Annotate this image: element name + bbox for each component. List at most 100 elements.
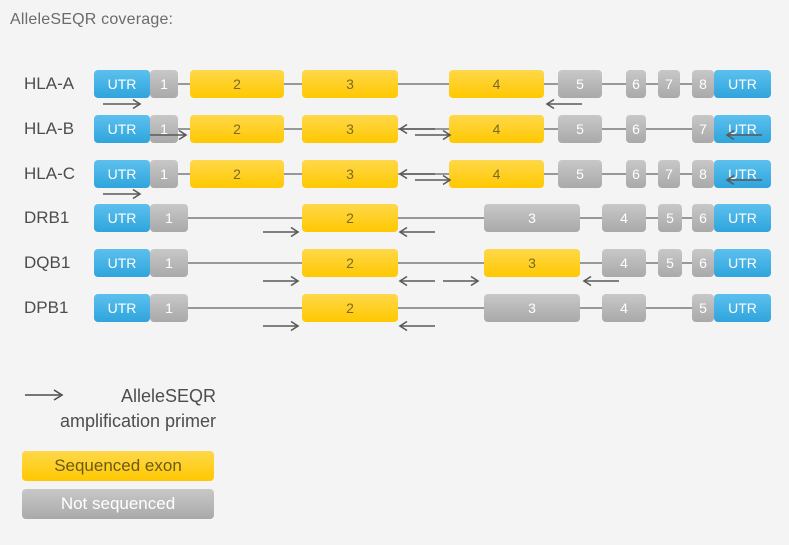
- sequenced-exon-box: [449, 160, 544, 188]
- exon-number-label: 4: [493, 121, 501, 137]
- primer-arrow-left: [398, 123, 435, 135]
- exon-number-label: 5: [666, 210, 674, 226]
- utr-box: [714, 204, 771, 232]
- primer-arrow-left: [725, 174, 762, 186]
- gene-label: DPB1: [24, 298, 68, 317]
- exon-number-label: 3: [346, 76, 354, 92]
- exon-number-label: 5: [576, 166, 584, 182]
- utr-box: [94, 204, 150, 232]
- primer-arrow-right: [103, 188, 142, 200]
- not-sequenced-exon-box: [150, 249, 188, 277]
- gene-label: HLA-B: [24, 119, 74, 138]
- exon-number-label: 1: [160, 76, 168, 92]
- primer-arrow-right: [443, 275, 480, 287]
- not-sequenced-exon-box: [484, 294, 580, 322]
- legend-primer-arrow-icon: [25, 389, 64, 401]
- gene-label: HLA-C: [24, 164, 75, 183]
- exon-number-label: 2: [233, 121, 241, 137]
- exon-number-label: 7: [665, 166, 673, 182]
- exon-number-label: 3: [346, 121, 354, 137]
- primer-arrow-right: [415, 129, 452, 141]
- legend-primer-label: AlleleSEQR amplification primer: [59, 386, 216, 431]
- exon-number-label: 5: [576, 76, 584, 92]
- utr-box: [94, 249, 150, 277]
- exon-number-label: UTR: [728, 166, 757, 182]
- sequenced-exon-box: [449, 115, 544, 143]
- not-sequenced-exon-box: [626, 70, 646, 98]
- not-sequenced-exon-box: [484, 204, 580, 232]
- not-sequenced-exon-box: [150, 294, 188, 322]
- exon-number-label: 7: [665, 76, 673, 92]
- primer-arrow-left: [398, 275, 435, 287]
- not-sequenced-exon-box: [558, 70, 602, 98]
- not-sequenced-exon-box: [692, 115, 714, 143]
- primer-arrow-right: [263, 226, 300, 238]
- utr-box: [714, 70, 771, 98]
- exon-number-label: UTR: [108, 210, 137, 226]
- primer-arrow-right: [263, 275, 300, 287]
- not-sequenced-exon-box: [150, 204, 188, 232]
- exon-number-label: 1: [160, 121, 168, 137]
- exon-number-label: 3: [528, 210, 536, 226]
- exon-number-label: 6: [699, 255, 707, 271]
- exon-number-label: 5: [699, 300, 707, 316]
- exon-number-label: 1: [165, 210, 173, 226]
- not-sequenced-exon-box: [626, 160, 646, 188]
- exon-number-label: 1: [165, 255, 173, 271]
- primer-arrow-left: [582, 275, 619, 287]
- exon-number-label: UTR: [108, 76, 137, 92]
- exon-number-label: 5: [576, 121, 584, 137]
- primer-arrow-left: [545, 98, 582, 110]
- not-sequenced-exon-box: [150, 160, 178, 188]
- exon-number-label: 3: [528, 255, 536, 271]
- sequenced-exon-box: [302, 115, 398, 143]
- not-sequenced-exon-box: [602, 294, 646, 322]
- sequenced-exon-box: [190, 70, 284, 98]
- gene-label: DRB1: [24, 208, 69, 227]
- sequenced-exon-box: [190, 115, 284, 143]
- legend-not-sequenced: Not sequenced: [22, 489, 214, 519]
- exon-number-label: UTR: [728, 255, 757, 271]
- exon-number-label: 3: [528, 300, 536, 316]
- exon-number-label: 8: [699, 166, 707, 182]
- gene-label: HLA-A: [24, 74, 75, 93]
- not-sequenced-exon-box: [692, 70, 714, 98]
- legend-sequenced-exon: Sequenced exon: [22, 451, 214, 481]
- utr-box: [94, 70, 150, 98]
- exon-number-label: 2: [233, 166, 241, 182]
- not-sequenced-exon-box: [602, 249, 646, 277]
- not-sequenced-exon-box: [658, 249, 682, 277]
- utr-box: [714, 249, 771, 277]
- figure-title: AlleleSEQR coverage:: [10, 11, 174, 28]
- exon-number-label: 4: [620, 210, 628, 226]
- not-sequenced-exon-box: [692, 160, 714, 188]
- not-sequenced-exon-box: [658, 160, 680, 188]
- exon-number-label: 6: [632, 76, 640, 92]
- exon-number-label: 4: [493, 166, 501, 182]
- primer-arrow-left: [725, 129, 762, 141]
- not-sequenced-exon-box: [558, 115, 602, 143]
- exon-number-label: 4: [620, 255, 628, 271]
- exon-number-label: UTR: [108, 255, 137, 271]
- utr-box: [94, 160, 150, 188]
- not-sequenced-exon-box: [692, 294, 714, 322]
- sequenced-exon-box: [449, 70, 544, 98]
- sequenced-exon-box: [484, 249, 580, 277]
- exon-number-label: 2: [233, 76, 241, 92]
- exon-number-label: 3: [346, 166, 354, 182]
- exon-number-label: 2: [346, 210, 354, 226]
- primer-arrow-right: [150, 129, 188, 141]
- exon-number-label: 5: [666, 255, 674, 271]
- exon-number-label: UTR: [728, 300, 757, 316]
- primer-arrow-left: [398, 226, 435, 238]
- exon-number-label: 1: [160, 166, 168, 182]
- exon-number-label: 6: [632, 166, 640, 182]
- exon-number-label: UTR: [728, 210, 757, 226]
- sequenced-exon-box: [302, 294, 398, 322]
